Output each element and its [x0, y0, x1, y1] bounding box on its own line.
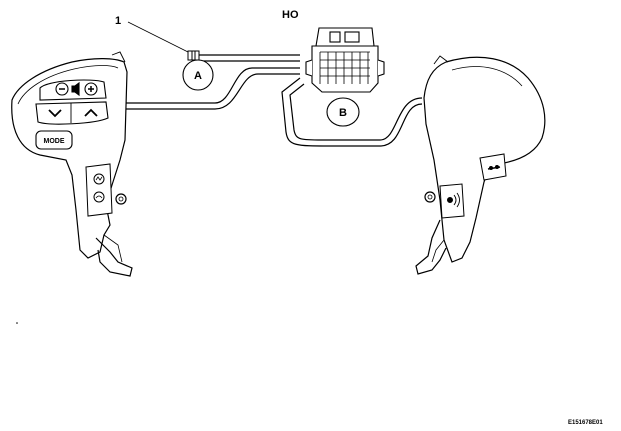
phone-icon[interactable]: [93, 173, 105, 185]
stray-dot: [16, 322, 18, 324]
callout-circle-b: B: [326, 97, 360, 127]
part-number-label: 1: [115, 15, 121, 27]
connector-grid: [319, 51, 370, 84]
speaker-icon: [71, 81, 80, 97]
leader-line-1: [127, 21, 191, 54]
circle-a-label: A: [194, 70, 202, 82]
chevron-down-icon[interactable]: [48, 109, 62, 118]
right-icon-panel: [439, 183, 465, 219]
volume-button-group[interactable]: [39, 79, 107, 101]
cruise-control-lever[interactable]: [479, 153, 507, 181]
ho-connector: [305, 27, 385, 93]
wire-harness: [125, 54, 423, 147]
mode-button-label: MODE: [44, 138, 65, 145]
mode-button[interactable]: MODE: [35, 130, 73, 150]
right-steering-switch: [415, 55, 546, 275]
phone-panel: [85, 163, 113, 217]
talk-switch-icon[interactable]: [447, 192, 460, 208]
voice-command-icon[interactable]: [93, 191, 105, 203]
callout-circle-a: A: [182, 59, 214, 91]
figure-id: E151678E01: [568, 420, 603, 426]
plus-circle-icon[interactable]: [84, 82, 98, 96]
seek-button-group[interactable]: [35, 101, 109, 125]
cruise-control-icon: [487, 165, 501, 170]
circle-b-label: B: [339, 107, 347, 119]
minus-circle-icon[interactable]: [55, 82, 69, 96]
plug-connector: [187, 50, 200, 61]
connector-label: HO: [282, 9, 299, 21]
chevron-up-icon[interactable]: [84, 108, 98, 117]
